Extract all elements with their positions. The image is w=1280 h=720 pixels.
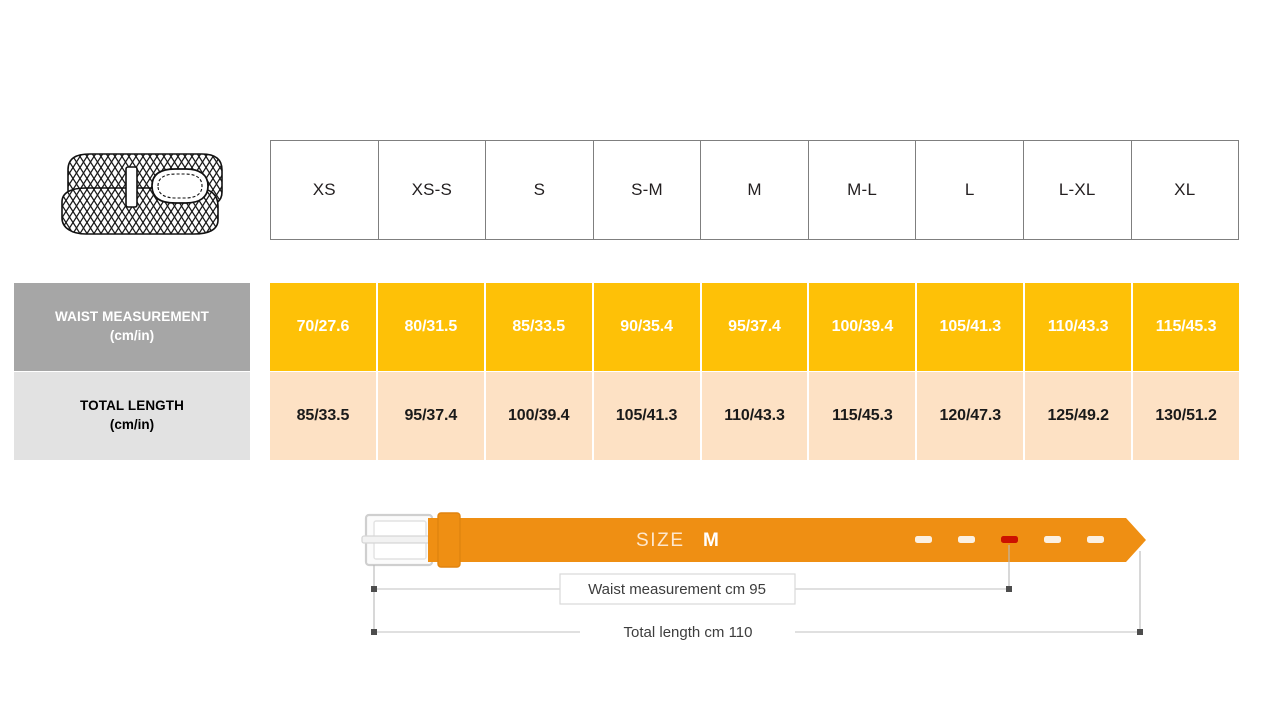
total-length-dimension-label: Total length cm 110 bbox=[624, 624, 753, 641]
belt-hole bbox=[1087, 536, 1104, 543]
braided-belt-icon bbox=[61, 153, 223, 235]
waist-measurement-label: WAIST MEASUREMENT (cm/in) bbox=[14, 283, 250, 371]
total-length-row: TOTAL LENGTH (cm/in) 85/33.5 95/37.4 100… bbox=[0, 372, 1280, 460]
length-value-cell: 110/43.3 bbox=[701, 372, 810, 460]
total-length-label: TOTAL LENGTH (cm/in) bbox=[14, 372, 250, 460]
row-label-main: WAIST MEASUREMENT bbox=[55, 309, 209, 325]
belt-measurement-diagram: SIZE M Waist measurement cm 95 To bbox=[340, 495, 1180, 660]
size-header-cell: L-XL bbox=[1024, 141, 1132, 239]
belt-hole bbox=[1044, 536, 1061, 543]
waist-value-cell: 95/37.4 bbox=[701, 283, 810, 371]
size-header-cell: M bbox=[701, 141, 809, 239]
waist-value-cell: 110/43.3 bbox=[1025, 283, 1134, 371]
length-value-cell: 120/47.3 bbox=[917, 372, 1026, 460]
waist-measurement-row: WAIST MEASUREMENT (cm/in) 70/27.6 80/31.… bbox=[0, 283, 1280, 371]
row-label-unit: (cm/in) bbox=[109, 417, 155, 432]
size-header-cell: XS bbox=[271, 141, 379, 239]
length-value-cell: 95/37.4 bbox=[377, 372, 486, 460]
waist-value-cell: 105/41.3 bbox=[917, 283, 1026, 371]
belt-hole-active bbox=[1001, 536, 1018, 543]
row-label-unit: (cm/in) bbox=[109, 328, 155, 343]
belt-buckle-icon bbox=[361, 513, 439, 567]
belt-size-value: M bbox=[703, 530, 719, 551]
size-header-cell: XS-S bbox=[379, 141, 487, 239]
length-value-cell: 85/33.5 bbox=[270, 372, 378, 460]
waist-dimension-label-box bbox=[559, 573, 796, 605]
waist-value-cell: 115/45.3 bbox=[1133, 283, 1240, 371]
waist-value-cell: 85/33.5 bbox=[485, 283, 594, 371]
total-length-dimension-line: Total length cm 110 bbox=[371, 618, 1143, 646]
waist-value-cell: 80/31.5 bbox=[377, 283, 486, 371]
total-length-label-backdrop bbox=[580, 618, 795, 646]
waist-value-cell: 100/39.4 bbox=[809, 283, 918, 371]
size-header-cell: M-L bbox=[809, 141, 917, 239]
size-header-table: XS XS-S S S-M M M-L L L-XL XL bbox=[270, 140, 1239, 240]
waist-dimension-line: Waist measurement cm 95 bbox=[371, 573, 1012, 605]
total-length-value-cells: 85/33.5 95/37.4 100/39.4 105/41.3 110/43… bbox=[270, 372, 1240, 460]
size-header-cell: S-M bbox=[594, 141, 702, 239]
belt-hole bbox=[958, 536, 975, 543]
waist-dimension-label: Waist measurement cm 95 bbox=[588, 581, 766, 598]
length-value-cell: 115/45.3 bbox=[809, 372, 918, 460]
size-header-cell: L bbox=[916, 141, 1024, 239]
row-label-main: TOTAL LENGTH bbox=[80, 398, 184, 414]
dimension-extension-lines bbox=[373, 545, 1141, 635]
length-value-cell: 130/51.2 bbox=[1133, 372, 1240, 460]
belt-hole bbox=[915, 536, 932, 543]
length-value-cell: 105/41.3 bbox=[593, 372, 702, 460]
belt-strap bbox=[428, 518, 1146, 562]
belt-keeper-loop bbox=[437, 512, 461, 568]
length-value-cell: 125/49.2 bbox=[1025, 372, 1134, 460]
size-header-cell: S bbox=[486, 141, 594, 239]
size-header-cell: XL bbox=[1174, 180, 1196, 199]
waist-value-cell: 70/27.6 bbox=[270, 283, 378, 371]
product-illustration bbox=[52, 140, 228, 244]
belt-size-prefix: SIZE bbox=[636, 530, 685, 551]
length-value-cell: 100/39.4 bbox=[485, 372, 594, 460]
waist-value-cell: 90/35.4 bbox=[593, 283, 702, 371]
waist-value-cells: 70/27.6 80/31.5 85/33.5 90/35.4 95/37.4 … bbox=[270, 283, 1240, 371]
